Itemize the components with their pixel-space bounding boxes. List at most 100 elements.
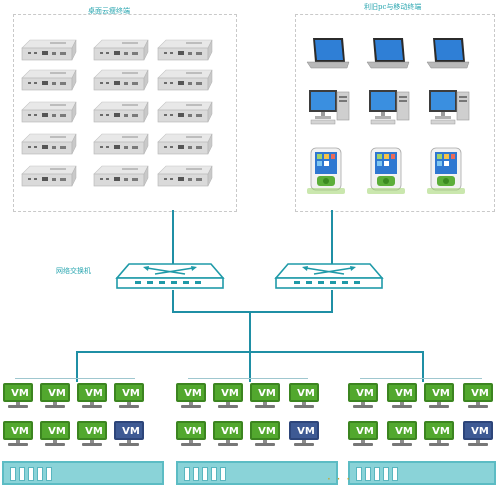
vm-label: VM (122, 426, 140, 437)
server-drive-slot (220, 467, 226, 481)
vm-monitor-icon: VM (176, 383, 206, 409)
thin-client-box-icon (157, 165, 213, 187)
vm-label: VM (471, 426, 489, 437)
thin-client-box-icon (21, 101, 77, 123)
server-rack-right (348, 461, 496, 485)
vm-label: VM (11, 388, 29, 399)
legacy-device-group-title: 利旧pc与移动终端 (364, 3, 422, 11)
vm-label: VM (395, 388, 413, 399)
thin-client-box-icon (157, 69, 213, 91)
thin-client-box-icon (93, 133, 149, 155)
vm-label: VM (85, 388, 103, 399)
thin-client-box-icon (157, 101, 213, 123)
vm-label: VM (11, 426, 29, 437)
thin-client-group (13, 14, 237, 212)
vm-label: VM (258, 426, 276, 437)
vm-label: VM (85, 426, 103, 437)
vm-label: VM (432, 388, 450, 399)
drop-right (422, 352, 424, 382)
vm-label: VM (48, 388, 66, 399)
drop-left (76, 352, 78, 382)
vm-label: VM (471, 388, 489, 399)
vm-label: VM (395, 426, 413, 437)
thin-client-box-icon (93, 39, 149, 61)
legacy-device-group (295, 14, 495, 212)
vm-label: VM (221, 388, 239, 399)
vm-label: VM (432, 426, 450, 437)
trunk-line (249, 312, 251, 352)
server-rack-left (2, 461, 164, 485)
server-drive-slot (46, 467, 52, 481)
vm-monitor-icon: VM (463, 421, 493, 447)
server-drive-slot (392, 467, 398, 481)
vm-label: VM (122, 388, 140, 399)
vm-label: VM (258, 388, 276, 399)
vm-monitor-icon: VM (77, 421, 107, 447)
vm-monitor-icon: VM (114, 383, 144, 409)
thin-client-box-icon (157, 133, 213, 155)
vm-monitor-icon: VM (387, 421, 417, 447)
server-drive-slot (365, 467, 371, 481)
server-drive-slot (184, 467, 190, 481)
server-drive-slot (211, 467, 217, 481)
vm-monitor-icon: VM (424, 421, 454, 447)
vm-monitor-icon: VM (77, 383, 107, 409)
vm-monitor-icon: VM (250, 383, 280, 409)
desktop-pc-icon (308, 89, 350, 125)
vm-label: VM (184, 426, 202, 437)
vm-monitor-icon: VM (114, 421, 144, 447)
network-switch-icon (115, 263, 225, 289)
server-drive-slot (19, 467, 25, 481)
server-rack-middle (176, 461, 338, 485)
server-drive-slot (10, 467, 16, 481)
server-drive-slot (28, 467, 34, 481)
server-drive-slot (193, 467, 199, 481)
thin-client-box-icon (21, 69, 77, 91)
vm-label: VM (356, 426, 374, 437)
server-drive-slot (374, 467, 380, 481)
thin-client-box-icon (21, 165, 77, 187)
vm-monitor-icon: VM (250, 421, 280, 447)
vm-monitor-icon: VM (348, 421, 378, 447)
thin-client-box-icon (93, 165, 149, 187)
vm-label: VM (48, 426, 66, 437)
vm-monitor-icon: VM (424, 383, 454, 409)
link-right-switch-down (331, 290, 333, 312)
link-right-group-to-switch (331, 210, 333, 264)
vm-monitor-icon: VM (40, 421, 70, 447)
vm-label: VM (184, 388, 202, 399)
thin-client-box-icon (21, 39, 77, 61)
server-drive-slot (202, 467, 208, 481)
vm-group-connector (360, 378, 482, 379)
laptop-icon (306, 37, 350, 69)
network-switch-label: 网络交换机 (56, 267, 91, 275)
vm-monitor-icon: VM (213, 383, 243, 409)
server-drive-slot (356, 467, 362, 481)
pda-icon (426, 147, 466, 195)
thin-client-box-icon (93, 69, 149, 91)
vm-label: VM (297, 388, 315, 399)
vm-group-connector (15, 378, 135, 379)
vm-monitor-icon: VM (348, 383, 378, 409)
thin-client-grid (21, 39, 213, 187)
vm-monitor-icon: VM (3, 421, 33, 447)
link-left-switch-down (172, 290, 174, 312)
thin-client-box-icon (21, 133, 77, 155)
pda-icon (366, 147, 406, 195)
vm-label: VM (297, 426, 315, 437)
server-drive-slot (37, 467, 43, 481)
vm-monitor-icon: VM (213, 421, 243, 447)
drop-middle (249, 352, 251, 382)
vm-monitor-icon: VM (3, 383, 33, 409)
vm-monitor-icon: VM (289, 383, 319, 409)
legacy-device-grid (306, 37, 470, 195)
vm-monitor-icon: VM (176, 421, 206, 447)
vm-label: VM (356, 388, 374, 399)
server-drive-slot (383, 467, 389, 481)
vm-monitor-icon: VM (289, 421, 319, 447)
link-left-group-to-switch (172, 210, 174, 264)
laptop-icon (366, 37, 410, 69)
vm-label: VM (221, 426, 239, 437)
thin-client-group-title: 桌面云瘦终端 (88, 7, 130, 15)
desktop-pc-icon (428, 89, 470, 125)
